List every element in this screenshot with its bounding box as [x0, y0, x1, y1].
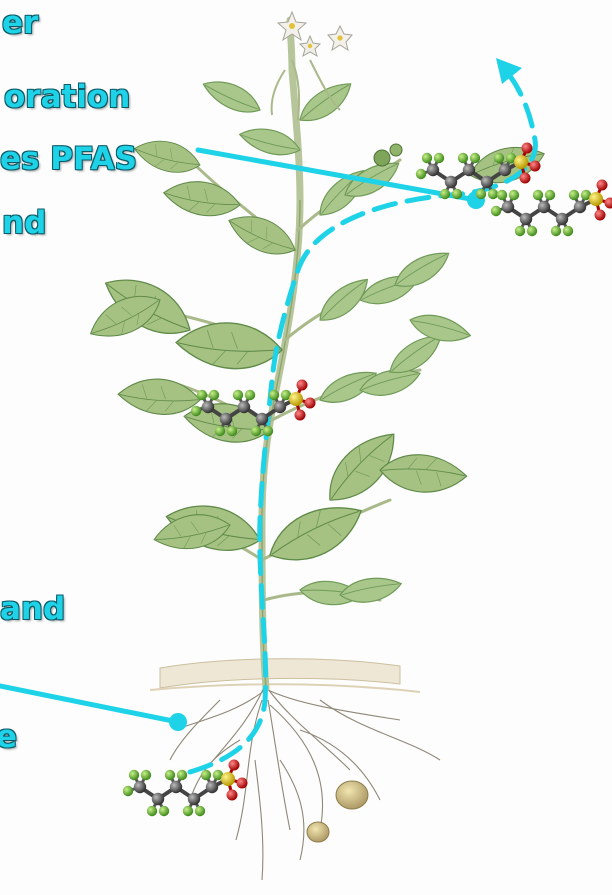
annotation-line-5: and	[0, 590, 65, 628]
tuber	[307, 822, 329, 842]
annotation-line-2: oration	[4, 78, 130, 116]
annotation-line-3: es PFAS	[0, 140, 137, 178]
annotation-line-6: e	[0, 718, 17, 756]
tuber	[336, 781, 368, 809]
annotation-line-4: nd	[2, 204, 46, 242]
pfas-molecule-icon	[491, 180, 612, 237]
annotation-line-1: er	[2, 4, 38, 42]
left-bottom-annotation: and e	[0, 580, 140, 780]
flow-arrowhead-icon	[496, 58, 522, 84]
pfas-molecule-icon	[123, 760, 248, 817]
left-top-annotation: er oration es PFAS nd	[0, 0, 200, 260]
callout-dot-bottom	[169, 713, 187, 731]
